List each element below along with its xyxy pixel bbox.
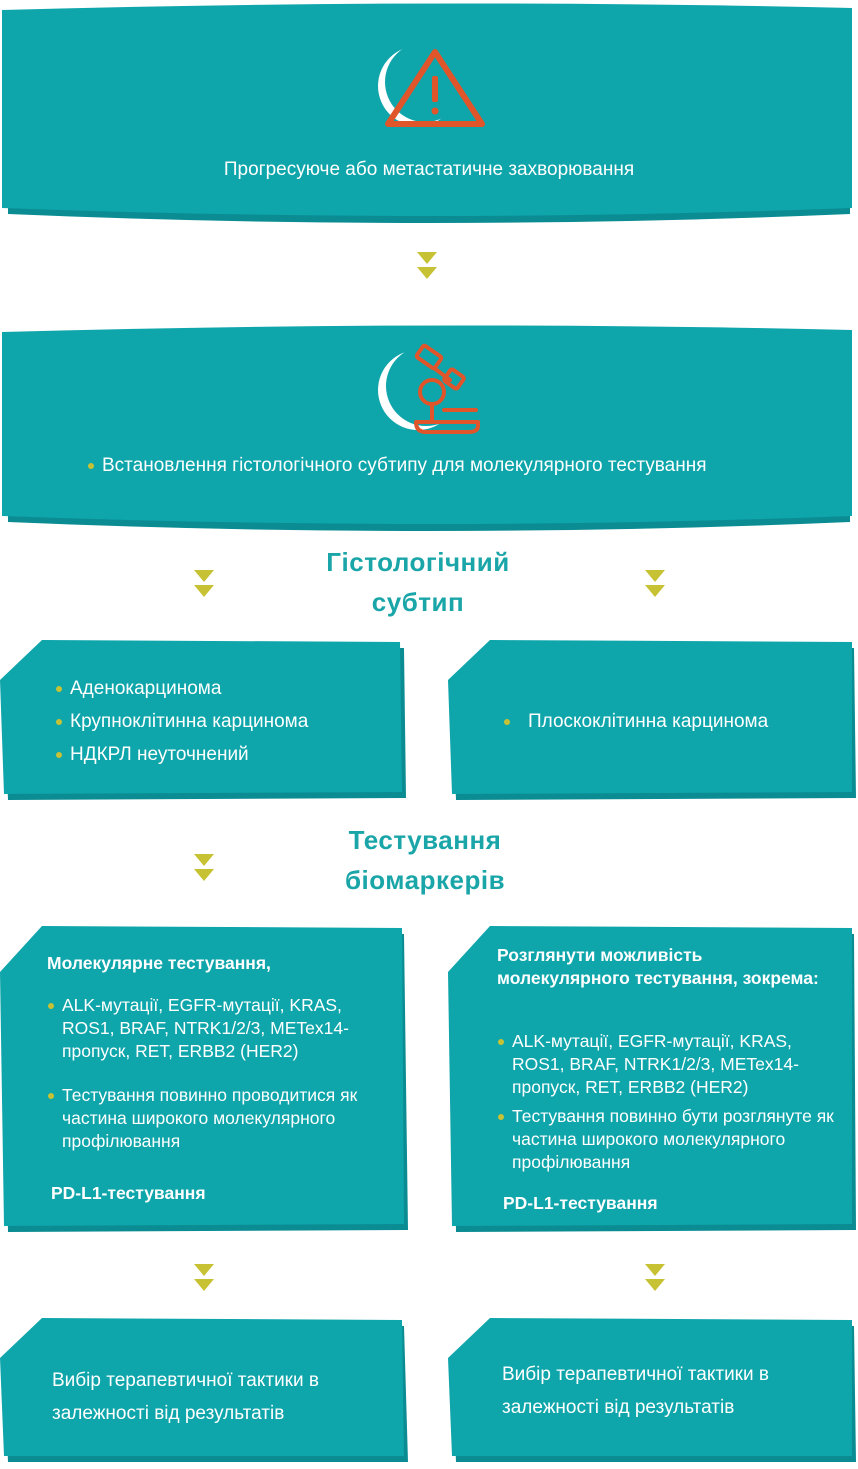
list-item-text: ALK-мутації, EGFR-мутації, KRAS, ROS1, B…: [512, 1031, 799, 1097]
therapy-choice-box-right: Вибір терапевтичної тактики в залежності…: [448, 1316, 858, 1466]
down-arrow-icon: [643, 568, 667, 600]
down-arrow-icon: [192, 1262, 216, 1294]
down-arrow-icon: [192, 568, 216, 600]
list-item-text: Плоскоклітинна карцинома: [528, 711, 769, 732]
histology-left-list: Аденокарцинома Крупноклітинна карцинома …: [52, 677, 392, 767]
pdl1-testing-label: PD-L1-тестування: [51, 1183, 206, 1203]
list-item: НДКРЛ неуточнений: [52, 743, 392, 767]
box-shape: [0, 640, 406, 800]
microscope-icon-wrap: [372, 334, 492, 444]
list-item: Тестування повинно бути розглянуте як ча…: [494, 1105, 844, 1174]
therapy-choice-box-left: Вибір терапевтичної тактики в залежності…: [0, 1316, 410, 1466]
down-arrow-icon: [643, 1262, 667, 1294]
heading-line: Тестування: [348, 825, 502, 855]
histology-text: Встановлення гістологічного субтипу для …: [102, 455, 707, 476]
consider-testing-list: ALK-мутації, EGFR-мутації, KRAS, ROS1, B…: [494, 1030, 844, 1174]
bullet-dot-icon: [498, 1114, 504, 1120]
adenocarcinoma-box: Аденокарцинома Крупноклітинна карцинома …: [0, 638, 410, 804]
list-item-text: Тестування повинно проводитися як частин…: [62, 1085, 358, 1151]
bullet-dot-icon: [88, 463, 94, 469]
bullet-dot-icon: [504, 719, 510, 725]
list-item: Тестування повинно проводитися як частин…: [44, 1084, 384, 1153]
list-item: Крупноклітинна карцинома: [52, 710, 392, 734]
box-shape: [0, 926, 408, 1232]
list-item: ALK-мутації, EGFR-мутації, KRAS, ROS1, B…: [44, 994, 384, 1063]
molecular-testing-box: Молекулярне тестування, ALK-мутації, EGF…: [0, 924, 410, 1236]
list-item-text: Тестування повинно бути розглянуте як ча…: [512, 1106, 834, 1172]
box-shape: [0, 1318, 408, 1462]
histology-bullet: Встановлення гістологічного субтипу для …: [84, 454, 804, 478]
microscope-icon: [378, 343, 480, 434]
down-arrow-icon: [415, 250, 439, 282]
pdl1-testing-label: PD-L1-тестування: [503, 1193, 658, 1213]
warning-triangle-icon: [378, 42, 485, 127]
bullet-dot-icon: [48, 1003, 54, 1009]
box-shape: [448, 1318, 856, 1462]
list-item-text: Крупноклітинна карцинома: [70, 711, 309, 732]
heading-line: субтип: [371, 587, 465, 617]
consider-testing-title: Розглянути можливість молекулярного тест…: [497, 945, 819, 988]
disease-stage-text: Прогресуюче або метастатичне захворюванн…: [223, 159, 635, 180]
list-item-text: Аденокарцинома: [70, 678, 222, 699]
therapy-choice-text: Вибір терапевтичної тактики в залежності…: [502, 1364, 769, 1418]
histology-subtype-heading: Гістологічний субтип: [300, 542, 536, 622]
disease-stage-box: Прогресуюче або метастатичне захворюванн…: [0, 0, 858, 226]
molecular-testing-title: Молекулярне тестування,: [47, 953, 271, 973]
histology-box: Встановлення гістологічного субтипу для …: [0, 322, 858, 534]
list-item-text: НДКРЛ неуточнений: [70, 744, 249, 765]
box-shape: [448, 640, 856, 800]
box-shape: [448, 926, 856, 1232]
down-arrow-icon: [192, 852, 216, 884]
heading-line: Гістологічний: [326, 547, 510, 577]
list-item: Плоскоклітинна карцинома: [500, 710, 840, 734]
molecular-testing-list: ALK-мутації, EGFR-мутації, KRAS, ROS1, B…: [44, 994, 384, 1153]
bullet-dot-icon: [48, 1093, 54, 1099]
heading-line: біомаркерів: [344, 865, 506, 895]
therapy-choice-text: Вибір терапевтичної тактики в залежності…: [52, 1370, 319, 1424]
bullet-dot-icon: [498, 1039, 504, 1045]
list-item-text: ALK-мутації, EGFR-мутації, KRAS, ROS1, B…: [62, 995, 349, 1061]
bullet-dot-icon: [56, 686, 62, 692]
bullet-dot-icon: [56, 752, 62, 758]
biomarker-testing-heading: Тестування біомаркерів: [300, 820, 550, 900]
list-item: ALK-мутації, EGFR-мутації, KRAS, ROS1, B…: [494, 1030, 844, 1099]
histology-right-list: Плоскоклітинна карцинома: [500, 710, 840, 734]
squamous-box: Плоскоклітинна карцинома: [448, 638, 858, 804]
list-item: Аденокарцинома: [52, 677, 392, 701]
consider-testing-box: Розглянути можливість молекулярного тест…: [448, 924, 858, 1236]
warning-icon-wrap: [372, 40, 492, 130]
bullet-dot-icon: [56, 719, 62, 725]
